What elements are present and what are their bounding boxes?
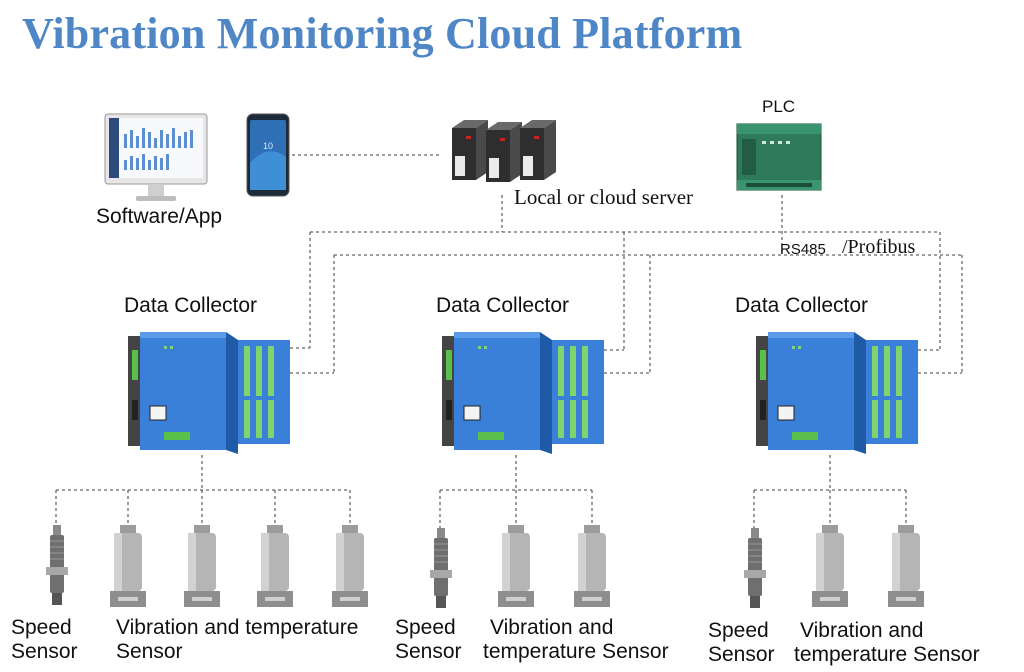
vt-sensor-1-label: Vibration and temperature — [116, 616, 359, 639]
monitor-icon — [104, 113, 208, 201]
rs485-label: RS485 — [780, 241, 826, 258]
vibration-sensor-icon — [888, 525, 924, 607]
speed-sensor-2-label: Speed — [395, 616, 456, 639]
vt-sensor-2-label: Vibration and — [490, 616, 614, 639]
data-collector-1-icon — [128, 332, 290, 454]
speed-sensor-2-label-2: Sensor — [395, 640, 462, 663]
svg-text:10: 10 — [263, 141, 273, 151]
vibration-sensor-icon — [257, 525, 293, 607]
vt-sensor-2-label-2: temperature Sensor — [483, 640, 669, 663]
vibration-sensor-icon — [574, 525, 610, 607]
speed-sensor-icon — [744, 528, 766, 608]
phone-icon: 10 — [246, 113, 290, 197]
speed-sensor-1-label: Speed — [11, 616, 72, 639]
vt-sensor-1-label-2: Sensor — [116, 640, 183, 663]
speed-sensor-3-label-2: Sensor — [708, 643, 775, 666]
vibration-sensor-icon — [812, 525, 848, 607]
server-icon — [452, 120, 556, 182]
data-collector-3-icon — [756, 332, 918, 454]
software-app-label: Software/App — [96, 205, 223, 228]
page-title: Vibration Monitoring Cloud Platform — [22, 9, 743, 58]
vt-sensor-3-label: Vibration and — [800, 619, 924, 642]
data-collector-2-icon — [442, 332, 604, 454]
plc-icon — [736, 123, 822, 191]
vibration-sensor-icon — [332, 525, 368, 607]
vibration-sensor-icon — [184, 525, 220, 607]
vibration-sensor-icon — [110, 525, 146, 607]
plc-label: PLC — [762, 97, 796, 116]
data-collector-3-label: Data Collector — [735, 294, 869, 317]
vt-sensor-3-label-2: temperature Sensor — [794, 643, 980, 666]
data-collector-1-label: Data Collector — [124, 294, 258, 317]
speed-sensor-icon — [430, 528, 452, 608]
profibus-label: /Profibus — [842, 236, 916, 258]
data-collector-2-label: Data Collector — [436, 294, 570, 317]
speed-sensor-icon — [46, 525, 68, 605]
speed-sensor-3-label: Speed — [708, 619, 769, 642]
speed-sensor-1-label-2: Sensor — [11, 640, 78, 663]
server-label: Local or cloud server — [514, 185, 694, 209]
vibration-sensor-icon — [498, 525, 534, 607]
